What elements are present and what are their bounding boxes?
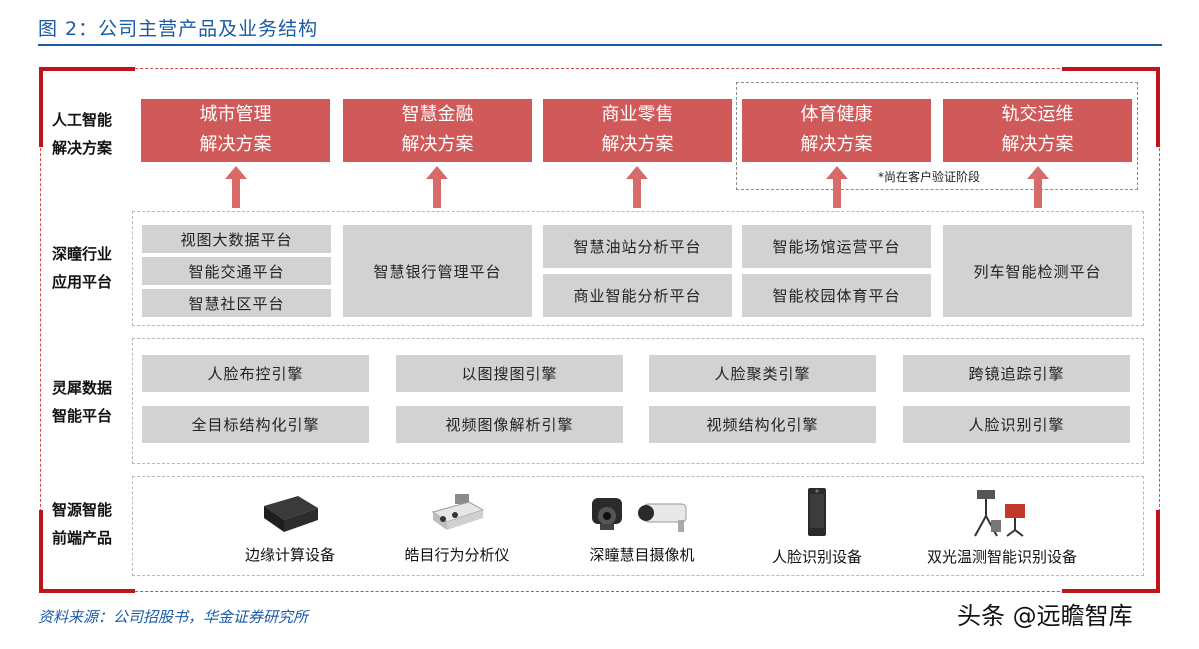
product-behavior-analyzer: 皓目行为分析仪 (397, 490, 517, 565)
engine-full-target: 全目标结构化引擎 (142, 406, 369, 443)
solution-box-sports: 体育健康 解决方案 (742, 99, 931, 162)
corner-bottom-right-h (1062, 589, 1159, 593)
platform-bank: 智慧银行管理平台 (343, 225, 532, 317)
behavior-analyzer-icon (431, 494, 485, 530)
engine-video-structure: 视频结构化引擎 (649, 406, 876, 443)
industry-platform-label: 深瞳行业 应用平台 (52, 245, 113, 291)
solution-box-retail: 商业零售 解决方案 (543, 99, 732, 162)
engine-face-cluster: 人脸聚类引擎 (649, 355, 876, 392)
diagram-frame (40, 68, 1160, 592)
engine-face-recognition: 人脸识别引擎 (903, 406, 1130, 443)
corner-top-right-h (1062, 67, 1159, 71)
source-note: 资料来源：公司招股书，华金证券研究所 (38, 608, 309, 626)
ai-solutions-label: 人工智能 解决方案 (52, 111, 113, 157)
industry-platform-row (132, 211, 1144, 326)
data-platform-row (132, 338, 1144, 464)
corner-top-right-v (1156, 67, 1160, 147)
platform-gas-station: 智慧油站分析平台 (543, 225, 732, 268)
engine-video-image-parse: 视频图像解析引擎 (396, 406, 623, 443)
figure-title: 图 2：公司主营产品及业务结构 (38, 18, 319, 40)
solution-box-city: 城市管理 解决方案 (141, 99, 330, 162)
platform-venue: 智能场馆运营平台 (742, 225, 931, 268)
corner-top-left-h (40, 67, 135, 71)
corner-top-left-v (39, 67, 43, 147)
trial-stage-note: *尚在客户验证阶段 (878, 170, 981, 184)
corner-bottom-right-v (1156, 510, 1160, 593)
title-rule (38, 44, 1162, 46)
front-end-row (132, 476, 1144, 576)
engine-cross-camera: 跨镜追踪引擎 (903, 355, 1130, 392)
platform-business-intel: 商业智能分析平台 (543, 274, 732, 317)
thermal-tripod-icon (974, 490, 1025, 537)
up-arrow-icon (826, 166, 848, 208)
up-arrow-icon (426, 166, 448, 208)
up-arrow-icon (626, 166, 648, 208)
trial-stage-group (736, 82, 1138, 190)
platform-traffic: 智能交通平台 (142, 257, 331, 285)
platform-video-bigdata: 视图大数据平台 (142, 225, 331, 253)
corner-bottom-left-h (40, 589, 135, 593)
platform-campus-sports: 智能校园体育平台 (742, 274, 931, 317)
front-end-label: 智源智能 前端产品 (52, 501, 113, 547)
platform-train-inspection: 列车智能检测平台 (943, 225, 1132, 317)
product-edge-computing: 边缘计算设备 (230, 490, 350, 565)
product-thermal-device: 双光温测智能识别设备 (922, 486, 1082, 567)
up-arrow-icon (225, 166, 247, 208)
data-platform-label: 灵犀数据 智能平台 (52, 379, 113, 425)
face-terminal-icon (808, 488, 826, 536)
edge-box-icon (264, 496, 318, 532)
engine-face-control: 人脸布控引擎 (142, 355, 369, 392)
engine-image-search: 以图搜图引擎 (396, 355, 623, 392)
watermark: 头条 @远瞻智库 (957, 602, 1133, 630)
solution-box-rail: 轨交运维 解决方案 (943, 99, 1132, 162)
product-camera: 深瞳慧目摄像机 (577, 490, 707, 565)
product-face-terminal: 人脸识别设备 (757, 486, 877, 567)
platform-community: 智慧社区平台 (142, 289, 331, 317)
up-arrow-icon (1027, 166, 1049, 208)
camera-icon (592, 498, 687, 532)
corner-bottom-left-v (39, 510, 43, 593)
solution-box-finance: 智慧金融 解决方案 (343, 99, 532, 162)
